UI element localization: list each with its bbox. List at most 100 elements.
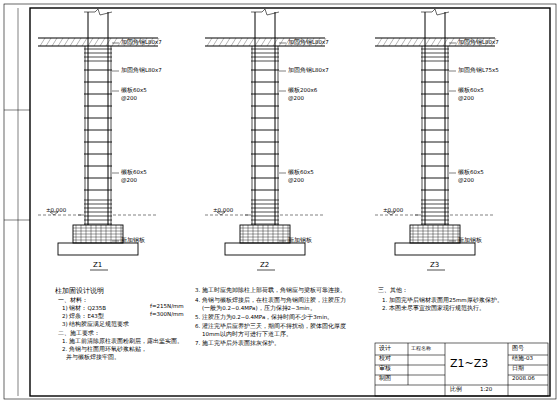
callout-text: 缀板60x5 (288, 170, 314, 176)
drawing-line (111, 225, 112, 243)
note-text: 并与缀板焊接牢固。 (66, 355, 120, 361)
title-block-cell: 校对 (379, 356, 391, 362)
drawing-line (111, 46, 112, 225)
drawing-rect (58, 243, 138, 255)
drawing-line (240, 237, 290, 238)
drawing-line (433, 225, 434, 243)
drawing-line (251, 224, 279, 225)
drawing-line (84, 94, 112, 95)
drawing-line (449, 71, 456, 72)
drawing-line (112, 91, 119, 92)
drawing-line (267, 12, 279, 15)
drawing-line (448, 225, 449, 243)
drawing-line (251, 212, 279, 213)
drawing-line (207, 38, 212, 46)
drawing-line (251, 118, 279, 119)
drawing-line (88, 38, 93, 46)
drawing-line (205, 215, 250, 216)
drawing-line (279, 173, 286, 174)
drawing-line (421, 190, 449, 191)
drawing-line (205, 38, 325, 39)
drawing-line (449, 241, 456, 242)
drawing-line (38, 215, 83, 216)
title-block-cell: 结施-03 (512, 356, 533, 362)
drawing-line (443, 225, 444, 243)
drawing-line (112, 241, 119, 242)
drawing-line (52, 38, 57, 46)
drawing-line (421, 94, 449, 95)
note-text: 10mm以内时方可进行下道工序。 (202, 332, 292, 338)
callout-text: Z3 (430, 262, 439, 269)
callout-text: ±0.000 (383, 208, 403, 214)
title-block-cell: 日期 (512, 366, 524, 372)
drawing-line (413, 225, 414, 243)
drawing-line (70, 38, 75, 46)
note-text: 1) 钢材：Q235B (62, 306, 106, 312)
drawing-line (116, 225, 117, 243)
callout-text: 加固角钢L80x7 (288, 40, 329, 46)
drawing-line (253, 225, 254, 243)
drawing-line (251, 130, 279, 131)
drawing-line (251, 61, 279, 62)
drawing-line (421, 49, 449, 50)
title-block-cell: 图号 (512, 346, 524, 352)
drawing-line (449, 173, 456, 174)
drawing-line (445, 12, 446, 225)
drawing-line (76, 225, 77, 243)
drawing-line (410, 234, 460, 235)
drawing-line (245, 215, 251, 216)
note-text: 2. 角钢与柱面用环氧砂浆粘贴， (62, 347, 147, 353)
drawing-line (421, 220, 449, 221)
callout-text: @200 (121, 178, 137, 184)
drawing-line (252, 46, 253, 225)
drawing-line (100, 12, 112, 15)
drawing-line (237, 38, 242, 46)
callout-text: @200 (458, 178, 474, 184)
drawing-line (95, 9, 98, 12)
drawing-line (251, 166, 279, 167)
drawing-line (84, 70, 112, 71)
note-text: 三、其他： (378, 288, 408, 294)
drawing-line (240, 231, 290, 232)
drawing-line (100, 38, 105, 46)
callout-text: 缀板60x5 (458, 170, 484, 176)
drawing-line (251, 49, 279, 50)
drawing-line (86, 225, 87, 243)
drawing-line (251, 70, 279, 71)
drawing-line (449, 91, 456, 92)
drawing-line (240, 240, 290, 241)
drawing-line (421, 106, 449, 107)
drawing-line (251, 57, 279, 58)
drawing-line (251, 190, 279, 191)
title-block-cell: 工程名称 (411, 346, 431, 351)
drawing-line (251, 178, 279, 179)
drawing-line (428, 225, 429, 243)
drawing-line (425, 12, 426, 225)
drawing-line (427, 270, 445, 271)
drawing-line (278, 225, 279, 243)
drawing-line (410, 237, 460, 238)
drawing-line (38, 38, 158, 39)
drawing-line (421, 82, 449, 83)
drawing-line (437, 38, 442, 46)
drawing-line (280, 215, 325, 216)
drawing-line (84, 208, 112, 209)
drawing-line (251, 154, 279, 155)
drawing-line (73, 228, 123, 229)
drawing-line (415, 215, 421, 216)
drawing-line (251, 53, 279, 54)
note-text: 2. 本图未尽事宜按国家现行规范执行。 (382, 306, 485, 312)
drawing-line (279, 43, 286, 44)
drawing-line (38, 46, 158, 47)
drawing-line (421, 61, 449, 62)
note-text: f=215N/mm (150, 304, 184, 310)
drawing-line (410, 231, 460, 232)
drawing-rect (73, 225, 123, 243)
drawing-line (421, 212, 449, 213)
drawing-line (421, 154, 449, 155)
drawing-line (73, 240, 123, 241)
drawing-line (423, 225, 424, 243)
drawing-line (377, 38, 382, 46)
drawing-line (395, 38, 400, 46)
drawing-line (84, 118, 112, 119)
